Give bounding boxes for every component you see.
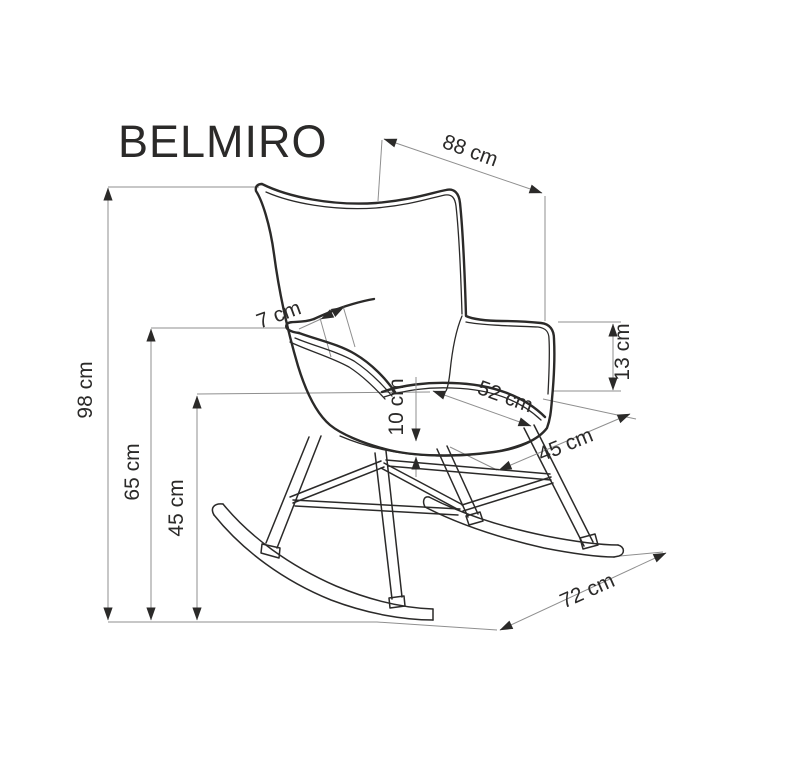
dim-line-7cm-right (330, 306, 345, 318)
left-armrest-sweep-3 (289, 341, 386, 400)
extension-lines (108, 139, 664, 631)
label-98cm: 98 cm (74, 361, 97, 418)
right-armrest-inner-line (465, 321, 551, 395)
left-armrest-sweep-1 (297, 331, 397, 394)
label-88cm: 88 cm (439, 130, 501, 171)
label-72cm: 72 cm (557, 569, 619, 613)
rear-left-leg (374, 450, 406, 609)
label-10cm: 10 cm (385, 378, 408, 435)
backrest-inner-seam (265, 191, 463, 315)
label-45cm-height: 45 cm (165, 479, 188, 536)
right-rocker (422, 496, 625, 558)
product-title: BELMIRO (118, 116, 328, 167)
dim-line-88cm (383, 138, 543, 194)
dim-line-72cm (499, 552, 667, 631)
front-left-leg (260, 435, 322, 559)
front-right-leg (436, 445, 484, 526)
left-armrest-scroll (285, 317, 316, 335)
dimension-lines (103, 138, 667, 631)
label-13cm: 13 cm (611, 323, 634, 380)
label-52cm: 52 cm (474, 376, 536, 417)
dim-line-45cm-depth (498, 413, 631, 471)
labels: BELMIRO 98 cm 65 cm 45 cm 10 cm 13 cm 88… (74, 116, 634, 613)
back-cushion-seam (445, 315, 463, 392)
label-65cm: 65 cm (121, 443, 144, 500)
dim-line-7cm-left (320, 309, 335, 320)
rocking-chair-drawing (211, 182, 625, 621)
left-armrest-sweep-2 (294, 337, 393, 397)
left-rocker (211, 503, 434, 621)
seat-underside-line (339, 435, 533, 457)
stretcher-frame (289, 459, 554, 516)
